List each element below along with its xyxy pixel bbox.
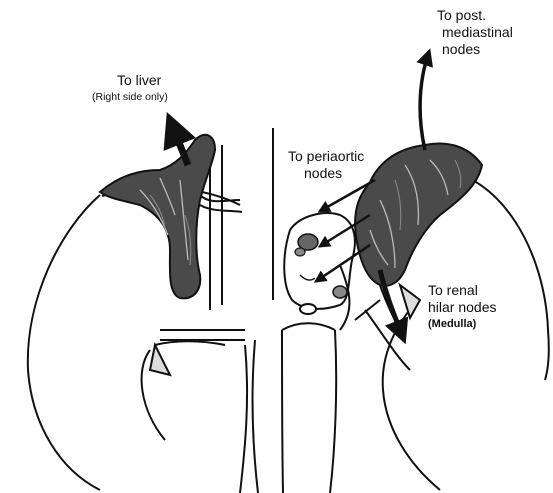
left-kidney [28,188,240,490]
label-to-post-mediastinal: To post. mediastinal nodes [437,7,513,58]
label-right-side-only: (Right side only) [92,92,168,103]
label-to-periaortic: To periaortic nodes [288,148,364,182]
label-to-liver-line1: To liver [117,72,161,88]
arrow-to-mediastinal [420,55,428,150]
label-renal-line3: (Medulla) [428,316,497,333]
label-mediastinal-line1: To post. [437,7,513,24]
label-periaortic-line2: nodes [304,165,364,182]
label-mediastinal-line2: mediastinal [442,24,513,41]
right-adrenal-gland [355,144,482,286]
label-renal-line1: To renal [428,282,497,299]
label-periaortic-line1: To periaortic [288,148,364,165]
left-adrenal-gland [100,135,215,299]
label-to-renal-hilar: To renal hilar nodes (Medulla) [428,282,497,333]
label-to-liver: To liver [117,73,161,88]
great-vessels [252,128,336,493]
label-mediastinal-line3: nodes [442,41,513,58]
label-renal-line2: hilar nodes [428,299,497,316]
label-right-side-only-text: (Right side only) [92,91,168,103]
